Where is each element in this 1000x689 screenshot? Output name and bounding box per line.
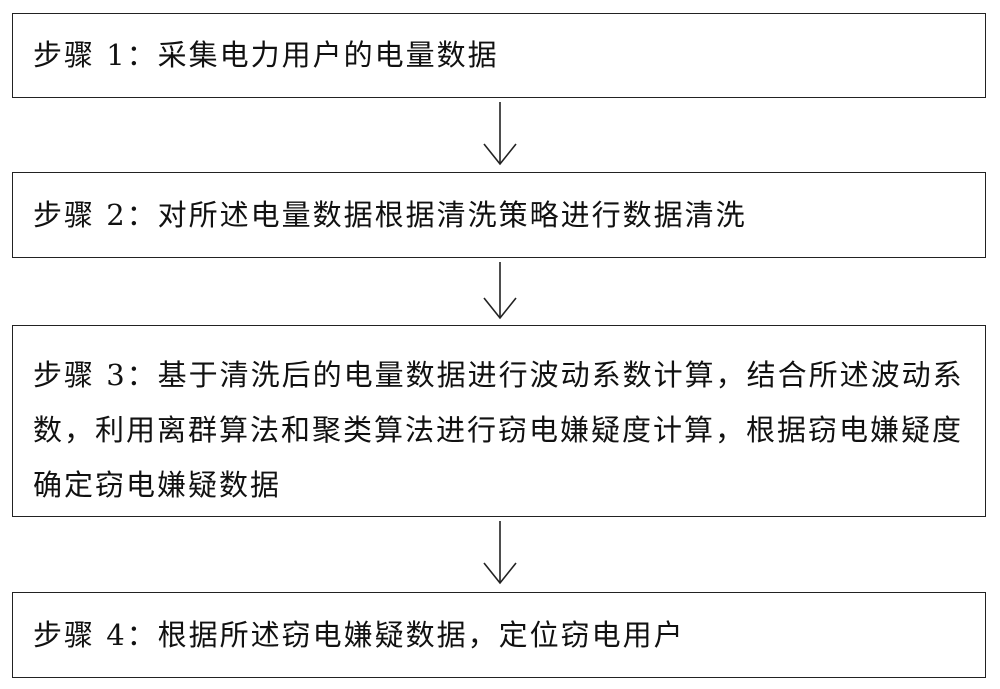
step-3-box: 步骤 3：基于清洗后的电量数据进行波动系数计算，结合所述波动系数，利用离群算法和…	[12, 325, 986, 517]
step-2-box: 步骤 2：对所述电量数据根据清洗策略进行数据清洗	[12, 172, 986, 258]
step-3-text: 步骤 3：基于清洗后的电量数据进行波动系数计算，结合所述波动系数，利用离群算法和…	[33, 358, 964, 502]
step-4-box: 步骤 4：根据所述窃电嫌疑数据，定位窃电用户	[12, 592, 986, 678]
step-1-text: 步骤 1：采集电力用户的电量数据	[33, 38, 499, 72]
down-arrow-icon	[480, 260, 520, 324]
step-4-text: 步骤 4：根据所述窃电嫌疑数据，定位窃电用户	[33, 618, 685, 652]
step-2-text: 步骤 2：对所述电量数据根据清洗策略进行数据清洗	[33, 198, 747, 232]
down-arrow-icon	[480, 100, 520, 170]
down-arrow-icon	[480, 519, 520, 589]
step-1-box: 步骤 1：采集电力用户的电量数据	[12, 13, 986, 98]
